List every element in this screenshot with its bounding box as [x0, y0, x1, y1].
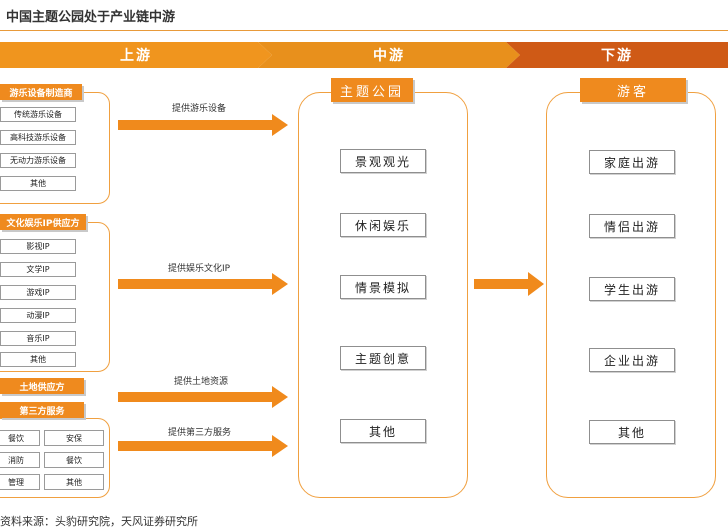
flow-label-equipment: 提供游乐设备: [172, 104, 227, 114]
service-item: 消防: [0, 452, 40, 468]
midstream-item: 其他: [340, 419, 426, 443]
midstream-item: 景观观光: [340, 149, 426, 173]
arrow-service: [118, 435, 288, 457]
downstream-item: 企业出游: [589, 348, 675, 372]
flow-label-service: 提供第三方服务: [168, 428, 232, 438]
service-item: 餐饮: [0, 430, 40, 446]
midstream-item: 主题创意: [340, 346, 426, 370]
ip-item: 音乐IP: [0, 331, 76, 346]
ip-header: 文化娱乐IP供应方: [0, 214, 86, 230]
source-note: 资料来源：头豹研究院，天风证券研究所: [0, 515, 198, 528]
arrow-ip: [118, 273, 288, 295]
equipment-header: 游乐设备制造商: [0, 84, 82, 100]
midstream-item: 情景模拟: [340, 275, 426, 299]
flow-label-land: 提供土地资源: [174, 377, 229, 387]
service-item: 餐饮: [44, 452, 104, 468]
third-party-header: 第三方服务: [0, 402, 84, 418]
ip-item: 文学IP: [0, 262, 76, 277]
arrow-mid-to-down: [474, 272, 544, 296]
equipment-item: 其他: [0, 176, 76, 191]
stage-downstream: 下游: [506, 42, 728, 68]
midstream-item: 休闲娱乐: [340, 213, 426, 237]
service-item: 安保: [44, 430, 104, 446]
service-item: 管理: [0, 474, 40, 490]
ip-item: 游戏IP: [0, 285, 76, 300]
downstream-item: 情侣出游: [589, 214, 675, 238]
title-divider: [0, 30, 728, 31]
stage-midstream: 中游: [258, 42, 520, 68]
land-header: 土地供应方: [0, 378, 84, 394]
downstream-item: 其他: [589, 420, 675, 444]
page-title: 中国主题公园处于产业链中游: [6, 10, 176, 25]
arrow-land: [118, 386, 288, 408]
arrow-equipment: [118, 114, 288, 136]
ip-item: 动漫IP: [0, 308, 76, 323]
service-item: 其他: [44, 474, 104, 490]
downstream-item: 家庭出游: [589, 150, 675, 174]
equipment-item: 无动力游乐设备: [0, 153, 76, 168]
flow-label-ip: 提供娱乐文化IP: [168, 264, 231, 274]
downstream-header: 游客: [580, 78, 686, 102]
equipment-item: 高科技游乐设备: [0, 130, 76, 145]
downstream-item: 学生出游: [589, 277, 675, 301]
equipment-item: 传统游乐设备: [0, 107, 76, 122]
ip-item: 其他: [0, 352, 76, 367]
ip-item: 影视IP: [0, 239, 76, 254]
midstream-header: 主题公园: [331, 78, 413, 102]
stage-upstream: 上游: [0, 42, 272, 68]
